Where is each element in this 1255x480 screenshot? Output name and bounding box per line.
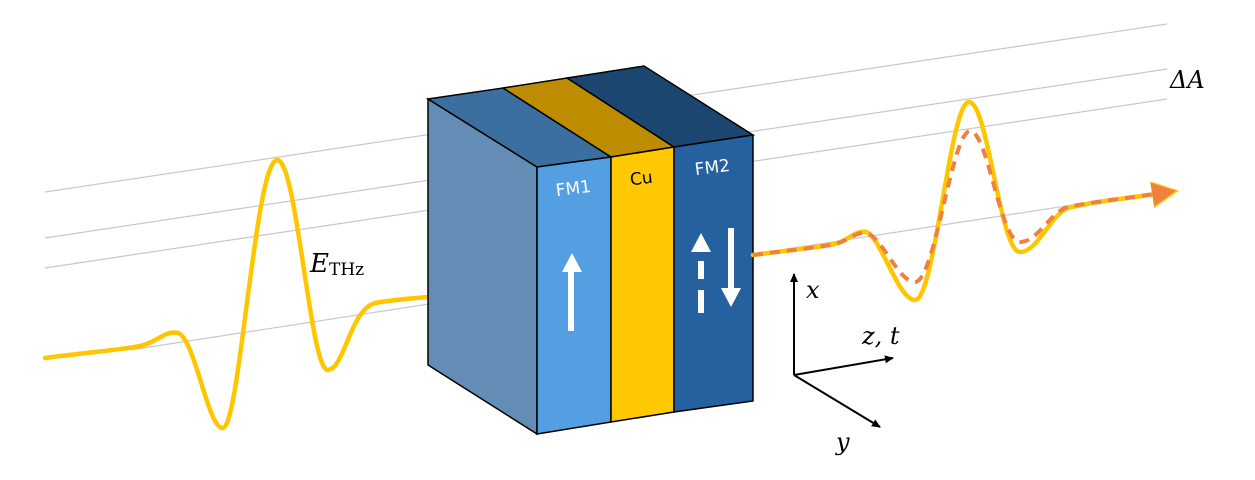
incident-thz-pulse xyxy=(42,157,487,431)
fm2-layer xyxy=(673,134,754,413)
axis-x-label: x xyxy=(806,276,820,304)
axis-zt-arrow xyxy=(793,355,894,376)
fm2-label: FM2 xyxy=(694,156,731,180)
coordinate-axes xyxy=(790,273,894,428)
incident-field-label: ETHz xyxy=(309,249,364,280)
axis-zt-label: z, t xyxy=(861,322,900,350)
fm2-magnetization-dashed-up-arrow-icon xyxy=(691,233,711,313)
axis-y-label: y xyxy=(835,428,850,456)
modulated-pulse-delta xyxy=(752,128,1176,285)
fm1-label: FM1 xyxy=(555,177,592,201)
delta-a-label: ΔA xyxy=(1169,66,1205,94)
fm2-magnetization-down-arrow-icon xyxy=(721,228,741,307)
transmitted-pulse xyxy=(750,99,1179,303)
cu-label: Cu xyxy=(629,168,654,191)
fm1-magnetization-up-arrow-icon xyxy=(562,253,582,331)
axis-y-arrow xyxy=(793,374,881,428)
